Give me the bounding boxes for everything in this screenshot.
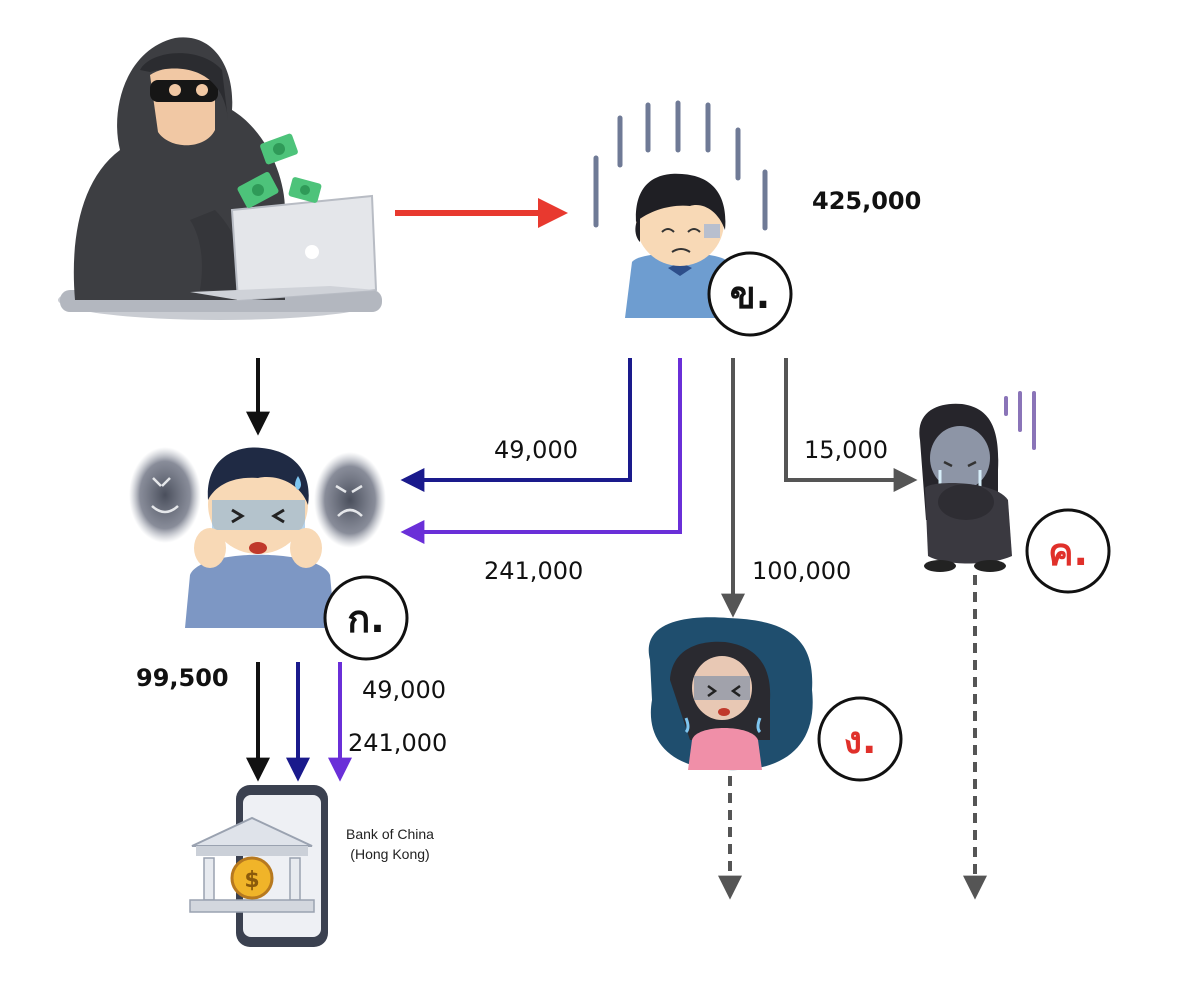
amount-b-to-a-1: 49,000 (494, 436, 578, 464)
badge-c: ค. (1025, 508, 1111, 594)
amount-b-to-d: 100,000 (752, 557, 851, 585)
amount-a-to-bank: 99,500 (136, 664, 229, 692)
badge-a-label: ก. (347, 597, 384, 641)
arrow-b-to-a-49000 (400, 358, 632, 492)
bank-name-line2: (Hong Kong) (350, 846, 429, 862)
badge-d-label: ง. (844, 718, 877, 762)
badge-a: ก. (323, 575, 409, 661)
badge-d: ง. (817, 696, 903, 782)
bank-phone-illustration: $ (189, 785, 328, 947)
amount-b-to-c: 15,000 (804, 436, 888, 464)
svg-text:$: $ (244, 868, 259, 893)
amount-b-total: 425,000 (812, 187, 921, 215)
amount-a-to-bank-1: 49,000 (362, 676, 446, 704)
badge-b: ข. (707, 251, 793, 337)
badge-c-label: ค. (1048, 530, 1088, 574)
bank-name-line1: Bank of China (346, 826, 434, 842)
scammer-illustration (58, 37, 382, 320)
badge-b-label: ข. (730, 273, 770, 317)
victim-b-illustration (593, 100, 768, 318)
arrow-b-to-c (784, 358, 918, 492)
arrow-b-to-a-241000 (400, 358, 682, 544)
victim-d-illustration (648, 617, 813, 771)
amount-b-to-a-2: 241,000 (484, 557, 583, 585)
victim-a-illustration (129, 447, 386, 628)
amount-a-to-bank-2: 241,000 (348, 729, 447, 757)
victim-c-illustration (919, 391, 1036, 572)
